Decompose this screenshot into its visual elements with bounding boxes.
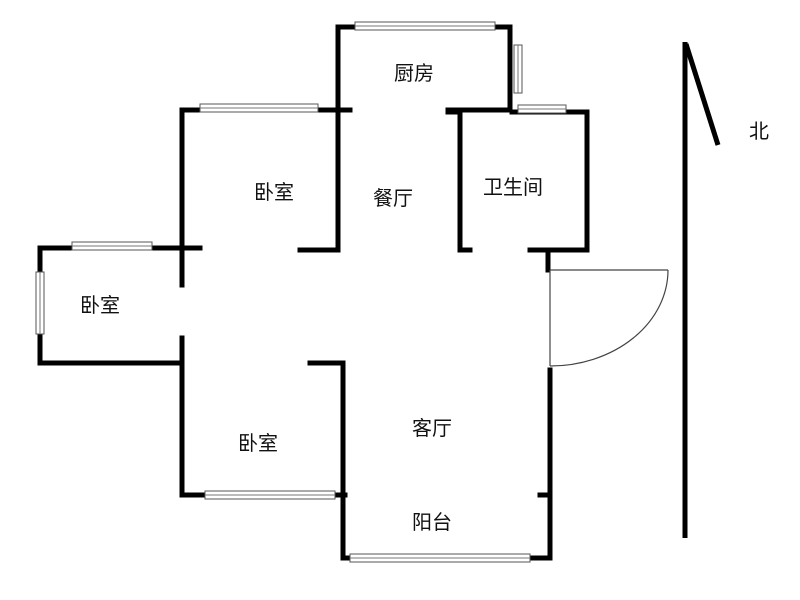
window-bedroom-west-top — [71, 241, 153, 251]
north-arrow-icon — [682, 42, 721, 538]
room-label-living: 客厅 — [412, 416, 452, 440]
windows — [35, 21, 567, 563]
room-label-bedroom-west: 卧室 — [80, 293, 120, 317]
window-bedroom-west-side — [35, 271, 45, 335]
compass-label: 北 — [749, 119, 769, 143]
room-label-bedroom-north: 卧室 — [254, 180, 294, 204]
window-bathroom — [517, 104, 567, 114]
entrance-door — [549, 269, 669, 367]
window-bedroom-north — [199, 103, 319, 113]
window-balcony — [349, 553, 531, 563]
room-label-bathroom: 卫生间 — [483, 175, 543, 199]
room-label-bedroom-south: 卧室 — [238, 431, 278, 455]
window-kitchen-side — [513, 44, 523, 94]
room-label-dining: 餐厅 — [373, 186, 413, 210]
room-label-kitchen: 厨房 — [394, 61, 434, 85]
window-kitchen-top — [354, 21, 496, 31]
bedroom-south-walls — [179, 360, 348, 498]
room-label-balcony: 阳台 — [412, 510, 452, 534]
window-bedroom-south — [204, 490, 336, 500]
